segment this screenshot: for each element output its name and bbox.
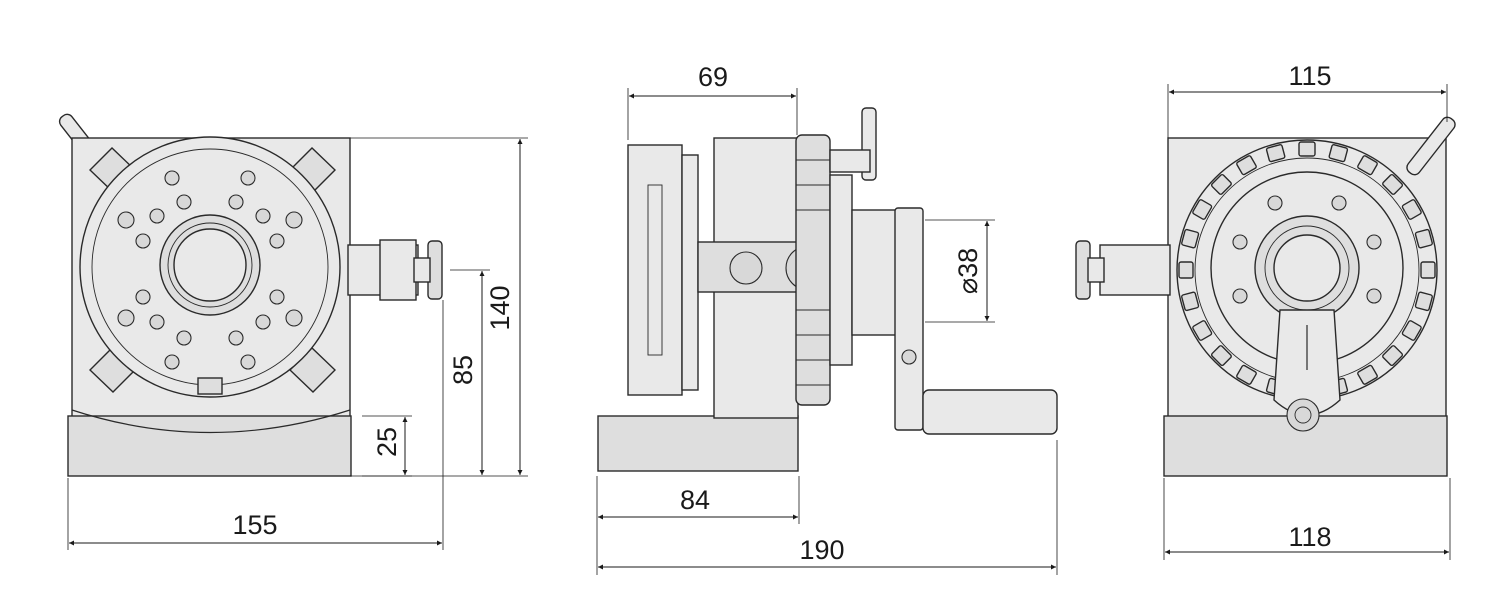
- rear-wheel-tooth: [1357, 364, 1378, 385]
- front-bore-inner: [173, 228, 247, 302]
- rear-wheel-teeth: [1178, 141, 1436, 399]
- label-front-base: 25: [372, 427, 402, 457]
- front-clamp-screw: [379, 239, 417, 301]
- rear-wheel-tooth: [1265, 144, 1286, 163]
- rear-arm-bolt-inner: [1294, 406, 1312, 424]
- dimension-lines: [67, 84, 1451, 575]
- side-wheel-teeth: [796, 159, 830, 386]
- rear-lever: [1406, 116, 1456, 176]
- front-view: [58, 113, 443, 477]
- label-rear-top: 115: [1288, 61, 1331, 91]
- side-front-plate: [627, 144, 683, 396]
- side-worm-wheel: [795, 134, 831, 406]
- rear-arm-bolt: [1286, 398, 1320, 432]
- rear-wheel-tooth: [1414, 228, 1433, 249]
- label-side-diameter: ⌀38: [953, 248, 983, 294]
- label-rear-base: 118: [1288, 522, 1331, 552]
- label-front-width: 155: [232, 510, 277, 540]
- rear-wheel-tooth: [1382, 345, 1404, 367]
- side-view: [597, 107, 1058, 472]
- diameter-value: 38: [953, 248, 983, 278]
- rear-clamp: [1099, 244, 1171, 296]
- rear-wheel-tooth: [1236, 155, 1257, 176]
- front-base-arc: [71, 409, 351, 434]
- label-side-top: 69: [698, 62, 728, 92]
- rear-wheel-tooth: [1192, 199, 1213, 220]
- front-key-slot: [197, 377, 223, 395]
- side-hub: [829, 174, 853, 366]
- rear-wheel-tooth: [1298, 141, 1316, 157]
- side-base: [597, 415, 799, 472]
- side-spindle: [851, 209, 898, 336]
- rear-bolt-holes: [1232, 195, 1382, 304]
- side-crank-bolt: [901, 349, 917, 365]
- rear-wheel-tooth: [1210, 345, 1232, 367]
- label-front-height: 140: [485, 285, 515, 330]
- rear-view: [1075, 116, 1456, 477]
- side-lever-arm: [829, 149, 871, 173]
- side-scale: [681, 154, 699, 391]
- rear-wheel-tooth: [1401, 199, 1422, 220]
- rear-wheel-tooth: [1401, 320, 1422, 341]
- side-crank-handle: [922, 389, 1058, 435]
- diameter-symbol: ⌀: [953, 278, 983, 294]
- side-crank-arm: [894, 207, 924, 431]
- rear-wheel-tooth: [1382, 173, 1404, 195]
- rear-bore-inner: [1273, 234, 1341, 302]
- label-side-base: 84: [680, 485, 710, 515]
- label-side-total: 190: [799, 535, 844, 565]
- rear-wheel-tooth: [1192, 320, 1213, 341]
- front-bore-mid: [167, 222, 253, 308]
- rear-wheel-tooth: [1420, 261, 1436, 279]
- rear-clamp-shaft: [1087, 257, 1105, 283]
- side-front-plate-slot: [647, 184, 663, 356]
- rear-wheel-tooth: [1414, 291, 1433, 312]
- rear-wheel-tooth: [1181, 291, 1200, 312]
- rear-wheel-tooth: [1181, 228, 1200, 249]
- rear-wheel-tooth: [1178, 261, 1194, 279]
- side-knob-left: [729, 251, 763, 285]
- front-base: [67, 415, 352, 477]
- rear-wheel-tooth: [1328, 144, 1349, 163]
- rear-wheel-tooth: [1357, 155, 1378, 176]
- rear-wheel-tooth: [1210, 173, 1232, 195]
- front-bolt-holes: [117, 170, 303, 370]
- label-front-center: 85: [448, 355, 478, 385]
- front-clamp-shaft: [413, 257, 431, 283]
- rear-wheel-tooth: [1236, 364, 1257, 385]
- dimension-labels: 155 140 85 25 69 84 190 ⌀38 115 118: [232, 61, 1331, 565]
